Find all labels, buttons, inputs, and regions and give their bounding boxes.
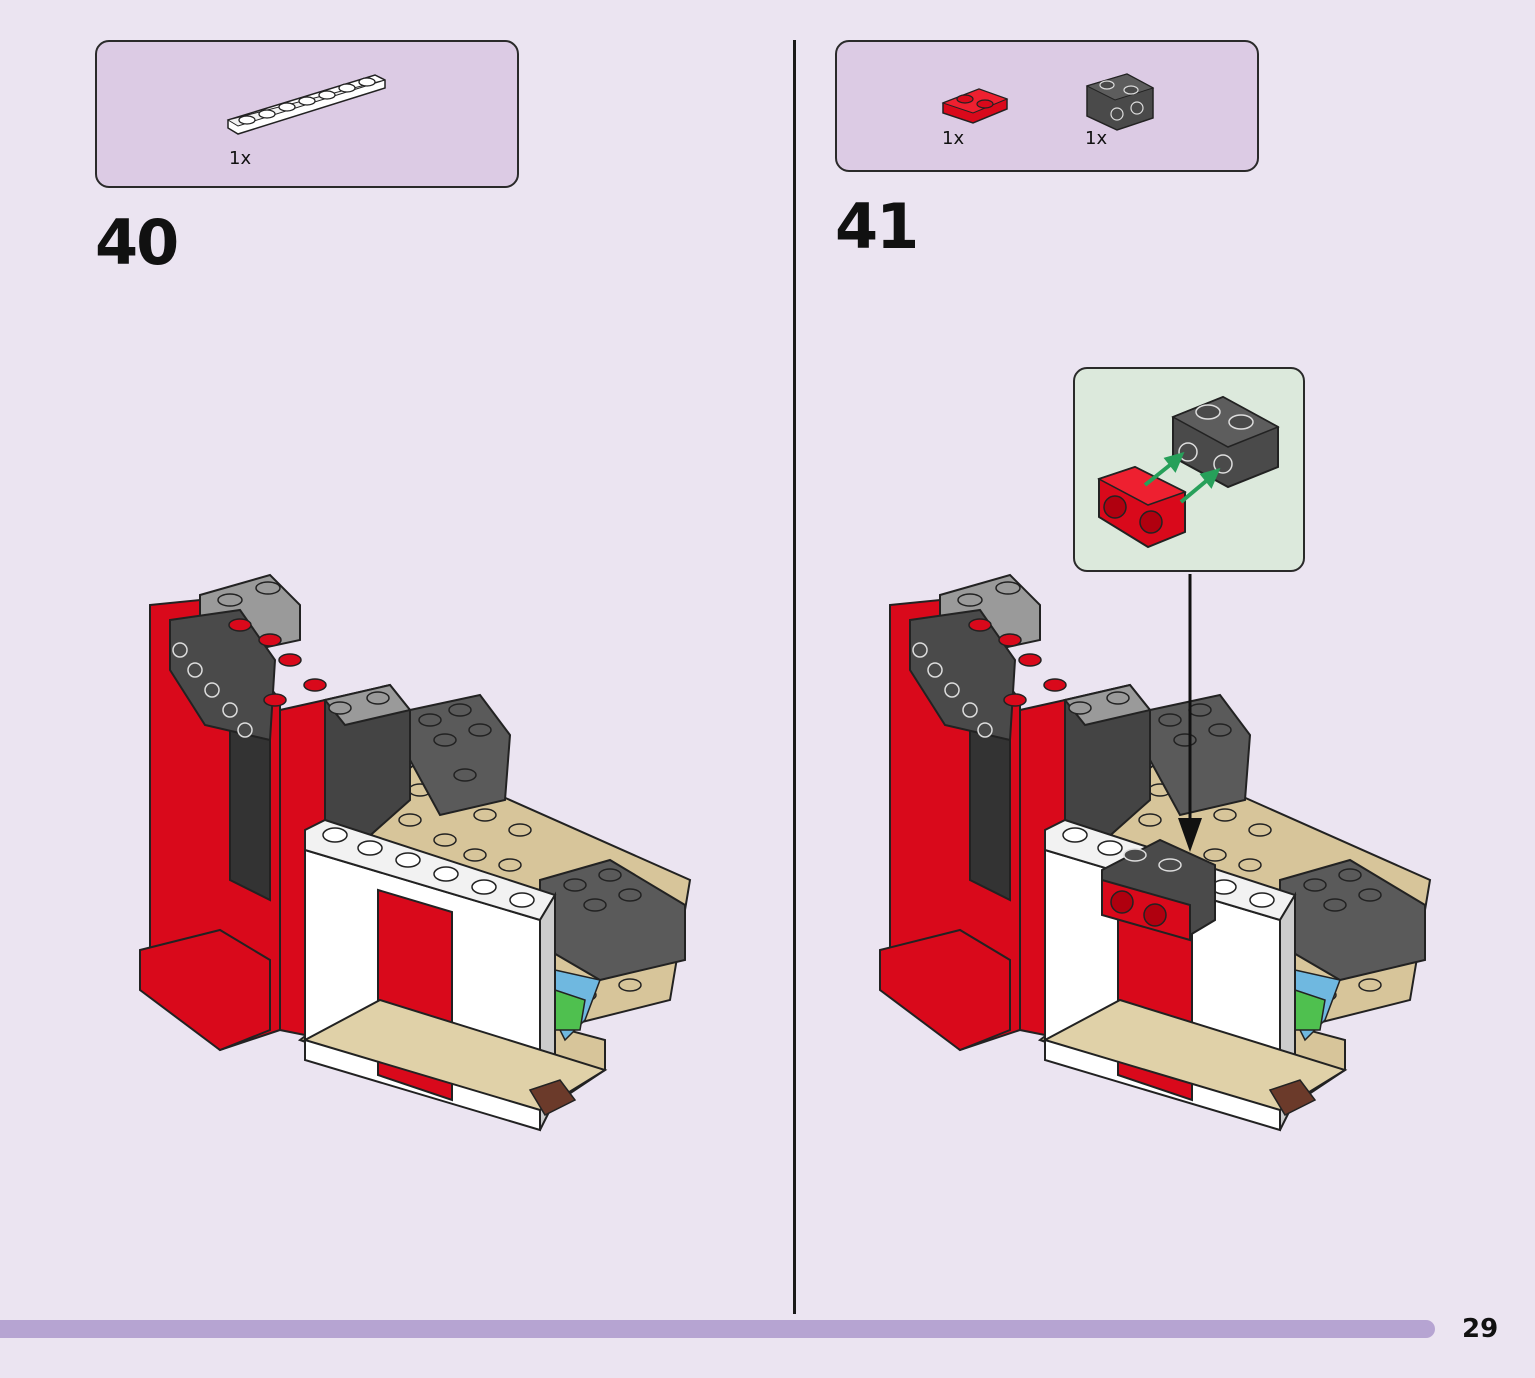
parts-callout-step-40: 1x [95,40,519,188]
model-assembly-step-40 [139,573,692,1132]
sub-assembly-diagram [1097,395,1280,549]
footer-bar [0,1320,1435,1338]
step-divider [793,40,796,1314]
step-number: 40 [95,206,179,279]
white-plate-1x8-icon [226,74,386,135]
page-number: 29 [1462,1314,1499,1344]
sub-assembly-callout [1073,367,1305,572]
part-quantity: 1x [1085,128,1108,149]
part-quantity: 1x [229,148,252,169]
step-number: 41 [835,190,919,263]
part-quantity: 1x [942,128,965,149]
red-plate-1x2-icon [941,88,1009,124]
model-assembly-step-41 [879,573,1432,1132]
parts-callout-step-41: 1x 1x [835,40,1259,172]
dark-grey-bracket-icon [1085,73,1155,131]
